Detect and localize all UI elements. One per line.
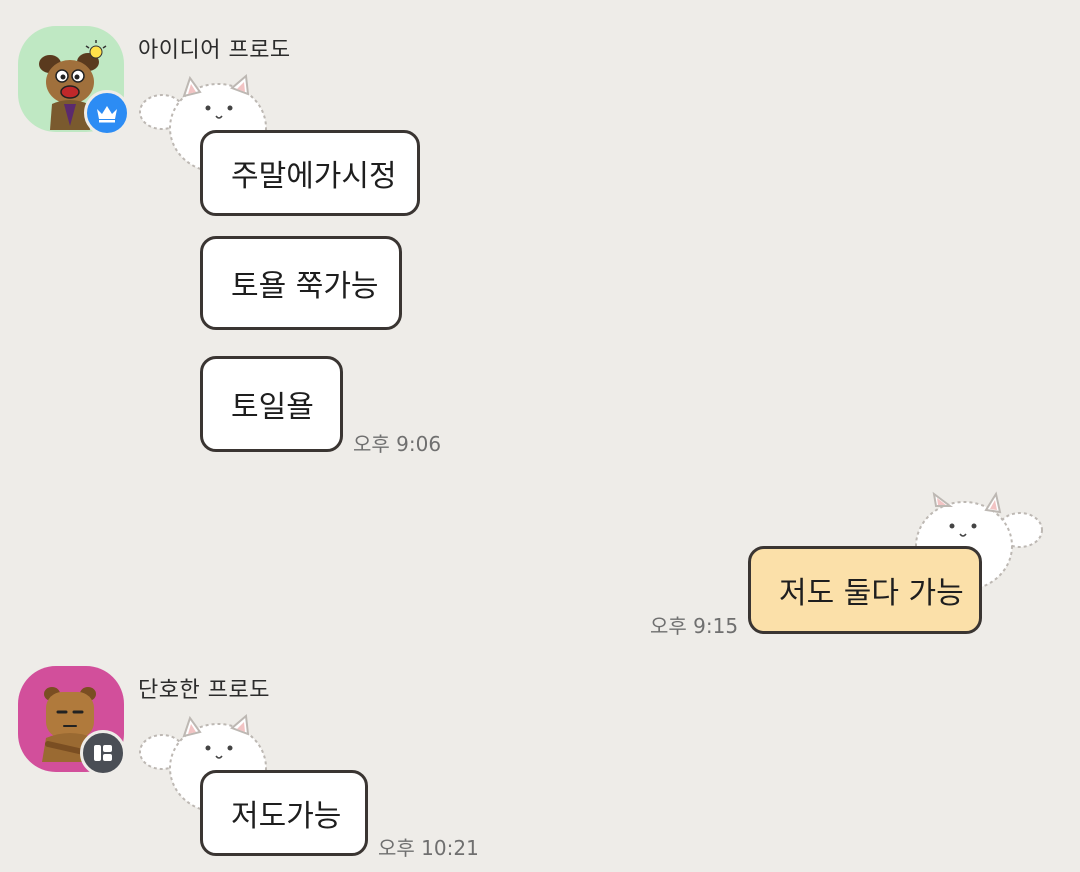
message-bubble[interactable]: 토욜 쭉가능 [200,236,402,330]
crown-badge [84,90,130,136]
message-bubble[interactable]: 토일욜 [200,356,343,452]
frodo-dog-icon [39,40,107,130]
message-timestamp: 오후 9:15 [650,614,739,638]
avatar-idea-frodo[interactable] [18,26,130,136]
avatar-dandanhan-frodo[interactable] [18,666,126,776]
message-text: 저도가능 [231,799,342,834]
my-message-bubble[interactable]: 저도 둘다 가능 [748,546,982,634]
message-text: 토일욜 [231,390,314,425]
crown-icon [97,106,117,123]
message-text: 토욜 쭉가능 [231,269,379,304]
message-text: 주말에가시정 [231,159,397,194]
message-bubble[interactable]: 주말에가시정 [200,130,420,216]
message-timestamp: 오후 10:21 [378,836,479,860]
sender-name: 단호한 프로도 [138,678,270,703]
profile-card-badge [80,730,126,776]
message-timestamp: 오후 9:06 [353,432,442,456]
sender-name: 아이디어 프로도 [138,38,291,63]
message-text: 저도 둘다 가능 [779,576,964,611]
frodo-dog-icon [42,687,98,762]
profile-card-icon [94,745,112,761]
message-bubble[interactable]: 저도가능 [200,770,368,856]
